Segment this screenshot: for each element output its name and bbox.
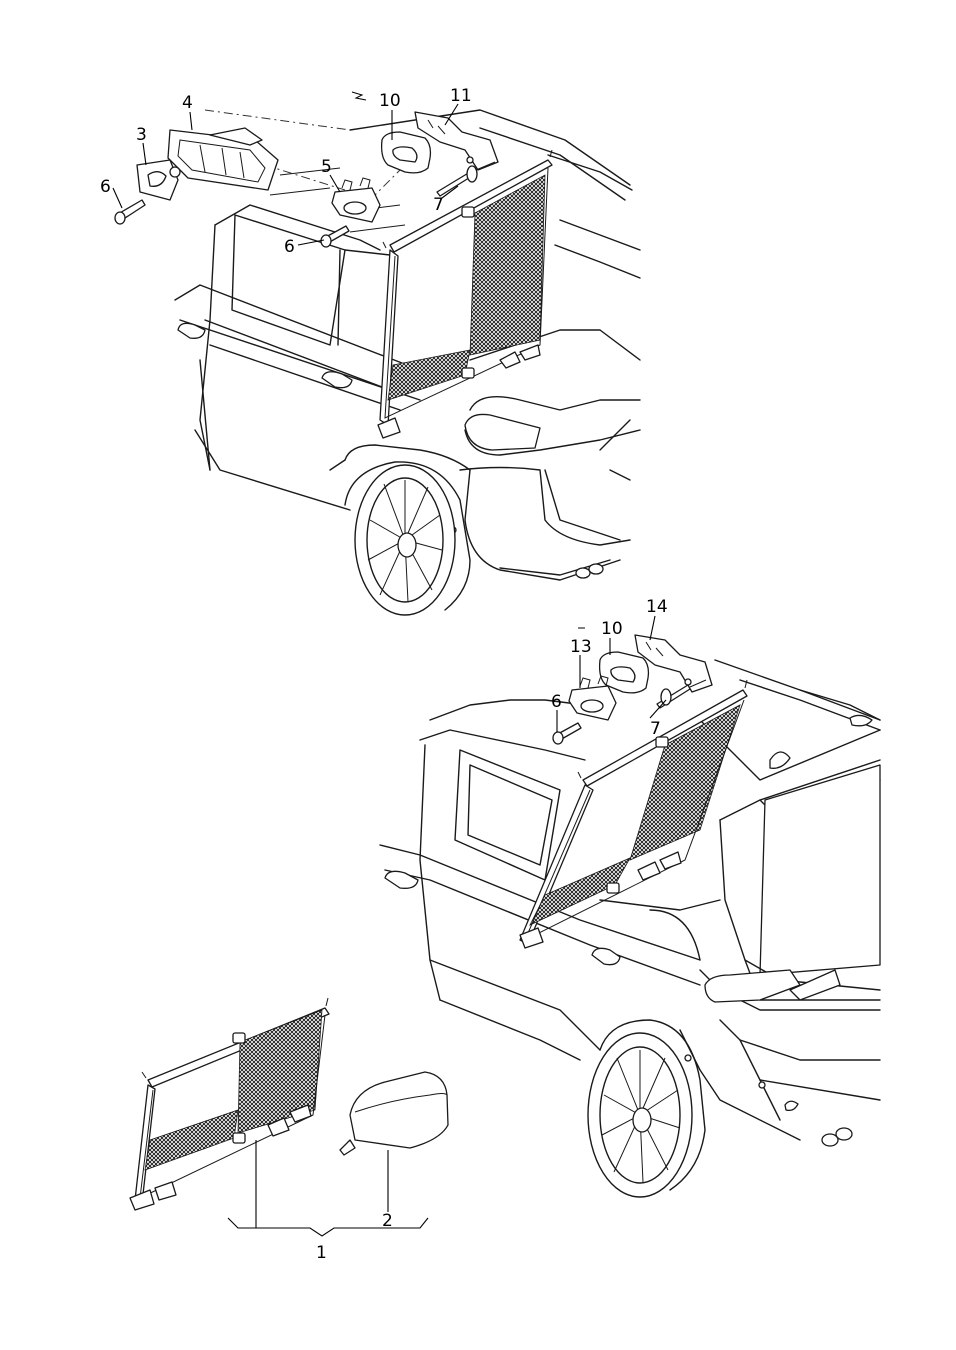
- callout-5: 5: [321, 157, 332, 177]
- partition-net-loose: [129, 997, 330, 1211]
- screw-6b: [320, 225, 350, 248]
- callout-11: 11: [450, 86, 472, 106]
- lower-vehicle: [379, 659, 881, 1198]
- callout-13: 13: [570, 637, 592, 657]
- partition-net-upper: [377, 149, 553, 439]
- callout-labels: 4 3 6 5 6 10 11 7 14 10 13 6 7 2 1: [100, 86, 668, 1263]
- bracket-13: [568, 675, 617, 721]
- callout-10: 10: [601, 619, 623, 639]
- storage-bag: [339, 1071, 449, 1156]
- upper-parts: [114, 111, 499, 248]
- callout-4: 4: [182, 93, 193, 113]
- lower-parts: [552, 634, 713, 745]
- cover-cap-3: [136, 159, 181, 201]
- hook-bracket-14: [634, 634, 713, 693]
- callout-2: 2: [382, 1211, 393, 1231]
- mounting-frame-4: [167, 127, 279, 191]
- callout-7: 7: [433, 195, 444, 215]
- leader-lines: [112, 91, 667, 1237]
- callout-7: 7: [650, 719, 661, 739]
- pin-7a: [436, 161, 496, 197]
- callout-3: 3: [136, 125, 147, 145]
- callout-14: 14: [646, 597, 668, 617]
- callout-6: 6: [100, 177, 111, 197]
- callout-1: 1: [316, 1243, 327, 1263]
- screw-6a: [114, 199, 146, 225]
- screw-6c: [552, 722, 582, 745]
- bracket-5: [331, 177, 381, 223]
- callout-10: 10: [379, 91, 401, 111]
- handle-recess-10b: [598, 651, 650, 694]
- handle-recess-10: [380, 131, 432, 174]
- callout-6: 6: [284, 237, 295, 257]
- hook-bracket-11: [414, 111, 499, 171]
- partition-net-lower: [519, 679, 748, 949]
- pin-7b: [656, 679, 707, 709]
- callout-6: 6: [551, 692, 562, 712]
- upper-vehicle: [174, 109, 641, 616]
